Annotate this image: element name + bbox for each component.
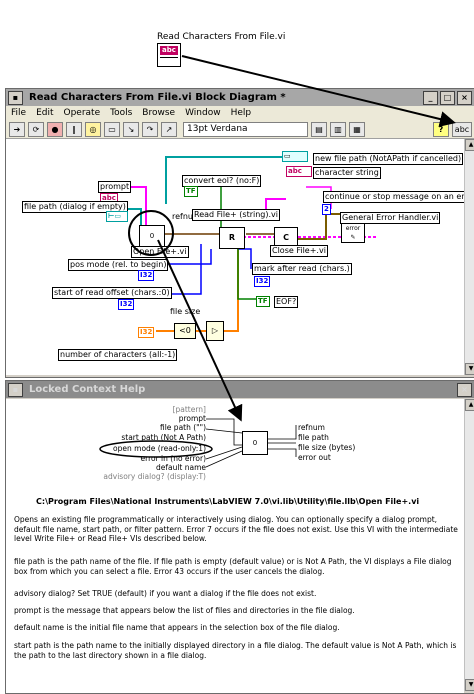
run-icon[interactable]: ➔ <box>9 121 25 137</box>
refnum-label: refnum <box>172 212 201 221</box>
open-file-help-icon: 0 <box>242 431 268 455</box>
close-icon[interactable]: × <box>457 90 472 105</box>
character-string-label: character string <box>313 167 381 179</box>
read-file-node[interactable]: R <box>219 227 245 249</box>
help-system-menu-icon[interactable]: ▪ <box>8 382 23 397</box>
distribute-icon[interactable]: ▥ <box>330 121 346 137</box>
block-diagram-menubar: File Edit Operate Tools Browse Window He… <box>6 106 474 120</box>
highlight-execution-icon[interactable]: ◎ <box>85 121 101 137</box>
pos-mode-control[interactable]: I32 <box>138 270 155 281</box>
file-path-control[interactable]: ⊢▭ <box>106 211 128 222</box>
eof-indicator[interactable]: TF <box>256 296 270 307</box>
error-handler-label: General Error Handler.vi <box>340 212 441 224</box>
open-file-label: Open File+.vi <box>131 246 189 258</box>
vi-path: C:\Program Files\National Instruments\La… <box>36 497 420 506</box>
menu-edit[interactable]: Edit <box>36 108 54 118</box>
maximize-icon[interactable]: □ <box>440 90 455 105</box>
mark-after-read-indicator[interactable]: I32 <box>254 276 271 287</box>
terminal-error-in: error in (no error) <box>140 454 207 463</box>
terminal-error-out: error out <box>298 453 331 462</box>
eof-label: EOF? <box>274 296 299 308</box>
read-file-label: Read File+ (string).vi <box>192 209 280 221</box>
open-mode-highlight <box>99 418 297 468</box>
convert-eol-constant[interactable]: TF <box>184 186 198 197</box>
mark-after-read-label: mark after read (chars.) <box>252 263 352 275</box>
pause-icon[interactable]: ‖ <box>66 121 82 137</box>
step-into-icon[interactable]: ↘ <box>123 121 139 137</box>
block-diagram-scrollbar[interactable]: ▲ ▼ <box>464 139 474 375</box>
read-characters-vi-icon[interactable]: abc <box>157 43 181 67</box>
context-help-window: ▪ Locked Context Help × [pattern] prompt… <box>5 380 474 694</box>
terminal-file-path-out: file path <box>298 433 329 442</box>
reorder-icon[interactable]: ▦ <box>349 121 365 137</box>
retain-wire-values-icon[interactable]: ▭ <box>104 121 120 137</box>
terminal-file-path: file path ("") <box>160 423 206 432</box>
menu-browse[interactable]: Browse <box>142 108 176 118</box>
menu-window[interactable]: Window <box>185 108 221 118</box>
select-node[interactable]: ▷ <box>206 321 224 341</box>
scroll-up-icon[interactable]: ▲ <box>465 139 474 151</box>
help-scroll-down-icon[interactable]: ▼ <box>465 679 474 691</box>
align-icon[interactable]: ▤ <box>311 121 327 137</box>
terminal-refnum-out: refnum <box>298 423 325 432</box>
menu-tools[interactable]: Tools <box>110 108 133 118</box>
vi-icon-body <box>160 57 178 66</box>
terminal-advisory-dialog: advisory dialog? (display:T) <box>103 472 206 481</box>
help-paragraph-prompt: prompt is the message that appears below… <box>14 606 355 615</box>
new-file-path-indicator[interactable]: ▭ <box>282 151 308 162</box>
context-help-body: [pattern] prompt file path ("") start pa… <box>6 399 464 693</box>
step-over-icon[interactable]: ↷ <box>142 121 158 137</box>
start-offset-control[interactable]: I32 <box>118 299 135 310</box>
run-continuously-icon[interactable]: ⟳ <box>28 121 44 137</box>
open-file-node[interactable]: 0 <box>139 225 165 247</box>
start-offset-label: start of read offset (chars.:0) <box>52 287 172 299</box>
context-help-titlebar: ▪ Locked Context Help × <box>6 381 474 398</box>
scroll-down-icon[interactable]: ▼ <box>465 363 474 375</box>
help-paragraph-start-path: start path is the path name to the initi… <box>14 641 457 660</box>
file-path-label: file path (dialog if empty) <box>22 201 128 213</box>
error-handler-node[interactable]: error✎ <box>341 223 365 243</box>
terminal-prompt: prompt <box>178 414 206 423</box>
help-paragraph-description: Opens an existing file programmatically … <box>14 515 458 543</box>
context-help-scrollbar[interactable]: ▲ ▼ <box>464 399 474 691</box>
continue-stop-label: continue or stop message on an error <box>323 191 474 203</box>
block-diagram-canvas[interactable]: new file path (NotAPath if cancelled) ▭ … <box>6 139 474 375</box>
block-diagram-titlebar: ▪ Read Characters From File.vi Block Dia… <box>6 89 474 106</box>
context-help-title: Locked Context Help <box>29 384 146 395</box>
character-string-indicator[interactable]: abc <box>286 166 312 177</box>
terminal-open-mode: open mode (read-only:1) <box>113 444 206 453</box>
font-selector[interactable]: 13pt Verdana <box>183 121 308 137</box>
num-chars-label: number of characters (all:-1) <box>58 349 178 361</box>
step-out-icon[interactable]: ↗ <box>161 121 177 137</box>
block-diagram-window: ▪ Read Characters From File.vi Block Dia… <box>5 88 474 378</box>
help-paragraph-default-name: default name is the initial file name th… <box>14 623 340 632</box>
terminal-default-name: default name <box>155 463 206 472</box>
abort-icon[interactable]: ● <box>47 121 63 137</box>
vi-icon-pane[interactable]: abc <box>452 121 472 137</box>
file-size-label: file size <box>170 307 201 316</box>
less-than-zero-node[interactable]: <0 <box>174 323 196 339</box>
system-menu-icon[interactable]: ▪ <box>8 90 23 105</box>
close-file-label: Close File+.vi <box>270 245 328 257</box>
convert-eol-label: convert eol? (no:F) <box>182 175 262 187</box>
block-diagram-toolbar: ➔ ⟳ ● ‖ ◎ ▭ ↘ ↷ ↗ 13pt Verdana ▤ ▥ ▦ ? a… <box>6 120 474 139</box>
block-diagram-title: Read Characters From File.vi Block Diagr… <box>29 92 286 103</box>
context-help-icon[interactable]: ? <box>433 121 449 137</box>
vi-icon-label: Read Characters From File.vi <box>157 32 286 42</box>
menu-file[interactable]: File <box>11 108 27 118</box>
num-chars-control[interactable]: I32 <box>138 327 155 338</box>
continue-stop-constant[interactable]: 2 <box>322 204 331 215</box>
help-paragraph-advisory: advisory dialog? Set TRUE (default) if y… <box>14 589 317 598</box>
terminal-start-path: start path (Not A Path) <box>121 433 206 442</box>
menu-help[interactable]: Help <box>230 108 252 118</box>
prompt-label: prompt <box>98 181 132 193</box>
new-file-path-label: new file path (NotAPath if cancelled) <box>313 153 464 165</box>
help-paragraph-file-path: file path is the path name of the file. … <box>14 557 452 576</box>
minimize-icon[interactable]: _ <box>423 90 438 105</box>
help-scroll-up-icon[interactable]: ▲ <box>465 399 474 411</box>
menu-operate[interactable]: Operate <box>63 108 101 118</box>
abc-glyph: abc <box>160 46 178 55</box>
help-close-icon[interactable]: × <box>457 382 472 397</box>
terminal-file-size-out: file size (bytes) <box>298 443 356 452</box>
